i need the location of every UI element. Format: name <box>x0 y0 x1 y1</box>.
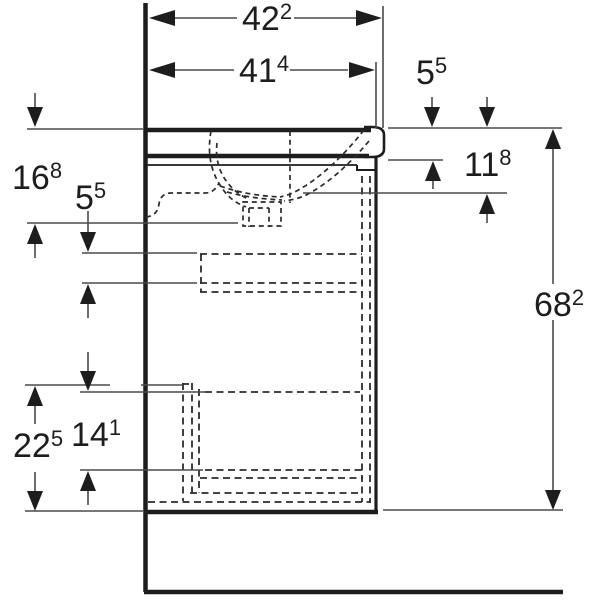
lower-drawer-horizontals <box>148 391 371 503</box>
arrowhead-up-icon <box>27 224 43 244</box>
dim-label-cabinet-depth: 414 <box>239 51 289 90</box>
drain-inner <box>248 207 270 227</box>
bowl-right-inner <box>283 140 370 202</box>
arrowhead-down-icon <box>27 107 43 127</box>
arrowhead-down-icon <box>424 107 440 127</box>
bowl-left-inner <box>215 142 249 200</box>
dim-cabinet-depth: 414 <box>149 51 375 90</box>
bowl-right-outer <box>279 129 365 198</box>
dim-label-total-depth: 422 <box>242 0 292 38</box>
dim-basin-bowl-depth: 118 <box>464 97 512 223</box>
dim-label-drain-offset: 168 <box>12 158 62 197</box>
arrowhead-up-icon <box>27 386 43 406</box>
dim-label-bottom-zone-height: 225 <box>13 426 63 465</box>
dim-label-siphon-clearance: 55 <box>75 178 106 217</box>
upper-internal-shelf <box>200 253 363 293</box>
dim-label-total-height: 682 <box>534 285 584 324</box>
basin-underside-profile <box>145 182 220 218</box>
cabinet-outline <box>146 156 378 515</box>
arrowhead-up-icon <box>80 471 96 491</box>
drain-outer <box>242 201 282 227</box>
dim-drawer-inner-height: 141 <box>71 352 121 505</box>
bowl-left-outer <box>208 130 247 208</box>
arrowhead-left-icon <box>149 10 175 26</box>
dim-basin-edge-height: 55 <box>416 53 447 189</box>
basin-hidden-lines <box>145 129 370 227</box>
cabinet-top-step <box>356 165 375 171</box>
washbasin-outline <box>146 125 386 159</box>
arrowhead-down-icon <box>80 232 96 252</box>
arrowhead-right-icon <box>349 62 375 78</box>
dim-label-drawer-inner-height: 141 <box>71 415 121 454</box>
dim-label-basin-edge-height: 55 <box>416 53 447 92</box>
dim-siphon-clearance: 55 <box>75 178 106 318</box>
arrowhead-left-icon <box>149 62 175 78</box>
arrowhead-down-icon <box>27 491 43 511</box>
dim-bottom-zone-height: 225 <box>13 386 63 511</box>
arrowhead-right-icon <box>356 10 382 26</box>
extension-lines <box>25 6 563 512</box>
arrowhead-up-icon <box>545 129 561 149</box>
bowl-floor-upper <box>219 185 281 198</box>
arrowhead-down-icon <box>80 371 96 391</box>
arrowhead-up-icon <box>479 194 495 214</box>
arrowhead-down-icon <box>545 490 561 510</box>
arrowhead-up-icon <box>425 161 441 181</box>
arrowhead-down-icon <box>479 107 495 127</box>
lower-drawer-front-lines <box>182 383 200 501</box>
bowl-floor-lower <box>226 191 283 201</box>
dim-total-depth: 422 <box>149 0 382 38</box>
dim-total-height: 682 <box>534 129 584 510</box>
dim-label-basin-bowl-depth: 118 <box>464 145 512 184</box>
arrowhead-up-icon <box>80 284 96 304</box>
cabinet-hidden-lines <box>148 176 371 503</box>
dim-drain-offset: 168 <box>12 93 62 258</box>
